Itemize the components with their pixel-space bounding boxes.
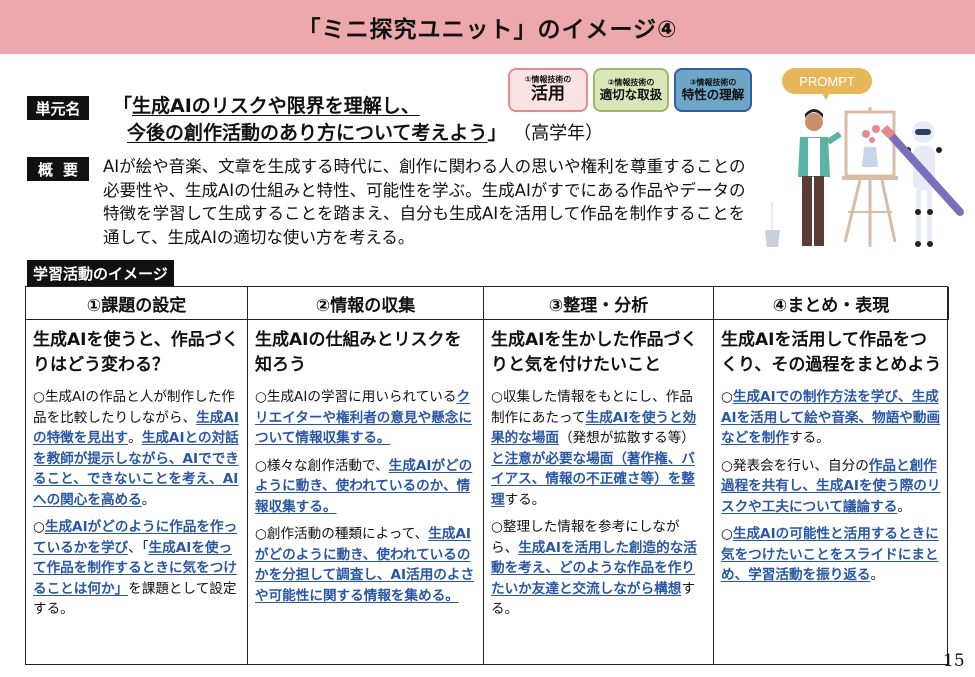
body-text: ○生成AIの作品と人が制作した作品を比較したりしながら、 — [33, 389, 235, 426]
highlighted-text: と注意が必要な場面（著作権、バイアス、情報の不正確さ等）を整理 — [491, 450, 695, 508]
badge-caption: ③情報技術の — [689, 77, 737, 87]
body-text: ○発表会を行い、自分の — [721, 457, 869, 474]
highlighted-text: 生成AIを使うと効果的な場面 — [491, 409, 697, 447]
column-header-organizing-analysis: ③整理・分析 — [484, 287, 714, 320]
activity-cell: 生成AIの仕組みとリスクを知ろう ○生成AIの学習に用いられているクリエイターや… — [248, 320, 484, 664]
highlighted-text: 生成AIとの対話を教師が提示しながら、AIでできること、できないことを考え、AI… — [33, 430, 239, 508]
unit-name-label: 単元名 — [27, 96, 89, 120]
guiding-question: 生成AIを使うと、作品づくりはどう変わる？ — [33, 330, 239, 375]
overview-label: 概要 — [27, 157, 89, 181]
highlighted-text: 生成AIの特徴を見出す — [33, 409, 239, 447]
guiding-question: 生成AIの仕組みとリスクを知ろう — [255, 330, 462, 375]
body-text: 。 — [897, 498, 911, 515]
highlighted-text: 生成AIの可能性と活用するときに気をつけたいことをスライドにまとめ、学習活動を振… — [721, 526, 939, 583]
highlighted-text: クリエイターや権利者の意見や懸念について情報収集する。 — [255, 389, 472, 446]
highlighted-text: 生成AIを使って作品を制作するときに気をつけることは何か」 — [33, 539, 237, 597]
activity-item: ○生成AIの学習に用いられているクリエイターや権利者の意見や懸念について情報収集… — [255, 387, 476, 449]
column-header-information-gathering: ②情報の収集 — [248, 287, 484, 320]
body-text: （発想が拡散する等） — [558, 430, 695, 446]
activity-item: ○生成AIでの制作方法を学び、生成AIを活用して絵や音楽、物語や動画などを制作す… — [721, 387, 942, 449]
activity-item: ○整理した情報を参考にしながら、生成AIを活用した創造的な活動を考え、どのような… — [491, 517, 706, 620]
activity-items: ○生成AIの作品と人が制作した作品を比較したりしながら、生成AIの特徴を見出す。… — [33, 387, 240, 620]
activity-cell: 生成AIを生かした作品づくりと気を付けたいこと ○収集した情報をもとにし、作品制… — [484, 320, 714, 664]
body-text: する。 — [788, 430, 830, 446]
unit-title-line2: 今後の創作活動のあり方について考えよう」 （高学年） — [127, 122, 604, 144]
activity-cell: 生成AIを使うと、作品づくりはどう変わる？ ○生成AIの作品と人が制作した作品を… — [26, 320, 248, 664]
body-text: ○収集した情報をもとにし、作品制作にあたって — [491, 389, 693, 426]
column-header-problem-setting: ①課題の設定 — [26, 287, 248, 320]
badge-characteristics: ③情報技術の 特性の理解 — [674, 68, 752, 112]
unit-title-line1: 「生成AIのリスクや限界を理解し、 — [113, 95, 420, 117]
body-text: する。 — [504, 491, 546, 508]
competency-badges: ①情報技術の 活用 ②情報技術の 適切な取扱 ③情報技術の 特性の理解 — [508, 68, 752, 112]
badge-title: 適切な取扱 — [599, 86, 663, 102]
activity-item: ○収集した情報をもとにし、作品制作にあたって生成AIを使うと効果的な場面（発想が… — [491, 387, 706, 510]
overview-text: AIが絵や音楽、文章を生成する時代に、創作に関わる人の思いや権利を尊重することの… — [103, 157, 746, 247]
body-text: ○生成AIの学習に用いられている — [255, 389, 457, 405]
body-text: ○ — [721, 389, 733, 405]
highlighted-text: 生成AIでの制作方法を学び、生成AIを活用して絵や音楽、物語や動画などを制作 — [721, 389, 941, 446]
learning-activities-label: 学習活動のイメージ — [27, 260, 174, 287]
highlighted-text: 作品と創作過程を共有し、生成AIを使う際のリスクや工夫について議論する — [721, 457, 941, 515]
unit-title: 「生成AIのリスクや限界を理解し、 今後の創作活動のあり方について考えよう」 （… — [113, 93, 603, 147]
activity-cell: 生成AIを活用して作品をつくり、その過程をまとめよう ○生成AIでの制作方法を学… — [714, 320, 949, 664]
learning-activities-table: ①課題の設定 ②情報の収集 ③整理・分析 ④まとめ・表現 生成AIを使うと、作品… — [25, 286, 949, 665]
body-text: ○整理した情報を参考にしながら、 — [491, 519, 680, 556]
activity-items: ○生成AIの学習に用いられているクリエイターや権利者の意見や懸念について情報収集… — [255, 387, 476, 606]
activity-items: ○収集した情報をもとにし、作品制作にあたって生成AIを使うと効果的な場面（発想が… — [491, 387, 706, 620]
activity-item: ○様々な創作活動で、生成AIがどのように動き、使われているのか、情報収集する。 — [255, 456, 476, 518]
body-text: ○ — [721, 526, 733, 542]
highlighted-text: 生成AIがどのように動き、使われているのか、情報収集する。 — [255, 457, 473, 515]
prompt-bubble-text: PROMPT — [799, 74, 855, 89]
highlighted-text: 生成AIがどのように作品を作っているかを学び — [33, 519, 238, 556]
badge-caption: ②情報技術の — [607, 77, 655, 87]
column-header-summary-expression: ④まとめ・表現 — [714, 287, 949, 320]
body-text: 、「 — [128, 539, 149, 556]
body-text: を課題として設定する。 — [33, 580, 237, 618]
page-number: 15 — [943, 651, 965, 671]
activity-item: ○生成AIがどのように作品を作っているかを学び、「生成AIを使って作品を制作する… — [33, 517, 240, 620]
badge-title: 活用 — [531, 84, 565, 105]
badge-caption: ①情報技術の — [524, 75, 572, 85]
badge-utilization: ①情報技術の 活用 — [508, 68, 588, 112]
highlighted-text: 生成AIを活用した創造的な活動を考え、どのような作品を作りたいか友達と交流しなが… — [491, 539, 697, 597]
person-and-robot-painting-illustration: PROMPT — [760, 62, 975, 257]
body-text: ○創作活動の種類によって、 — [255, 526, 429, 542]
guiding-question: 生成AIを生かした作品づくりと気を付けたいこと — [491, 330, 698, 375]
grade-level: （高学年） — [513, 123, 604, 144]
body-text: ○ — [33, 519, 45, 535]
guiding-question: 生成AIを活用して作品をつくり、その過程をまとめよう — [721, 330, 942, 375]
activity-item: ○生成AIの可能性と活用するときに気をつけたいことをスライドにまとめ、学習活動を… — [721, 524, 942, 586]
page-title: 「ミニ探究ユニット」のイメージ④ — [297, 17, 678, 43]
body-text: 。 — [128, 430, 142, 446]
title-bar: 「ミニ探究ユニット」のイメージ④ — [0, 0, 975, 54]
activity-item: ○創作活動の種類によって、生成AIがどのように動き、使われているのかを分担して調… — [255, 524, 476, 606]
activity-items: ○生成AIでの制作方法を学び、生成AIを活用して絵や音楽、物語や動画などを制作す… — [721, 387, 942, 586]
activity-item: ○発表会を行い、自分の作品と創作過程を共有し、生成AIを使う際のリスクや工夫につ… — [721, 456, 942, 518]
highlighted-text: 生成AIがどのように動き、使われているのかを分担して調査し、AI活用のよさや可能… — [255, 526, 475, 604]
body-text: 。 — [870, 567, 885, 583]
body-text: する。 — [491, 580, 695, 618]
activity-item: ○生成AIの作品と人が制作した作品を比較したりしながら、生成AIの特徴を見出す。… — [33, 387, 240, 510]
body-text: ○様々な創作活動で、 — [255, 457, 389, 474]
badge-title: 特性の理解 — [681, 86, 745, 102]
body-text: 。 — [141, 491, 156, 508]
badge-appropriate-handling: ②情報技術の 適切な取扱 — [593, 68, 669, 112]
